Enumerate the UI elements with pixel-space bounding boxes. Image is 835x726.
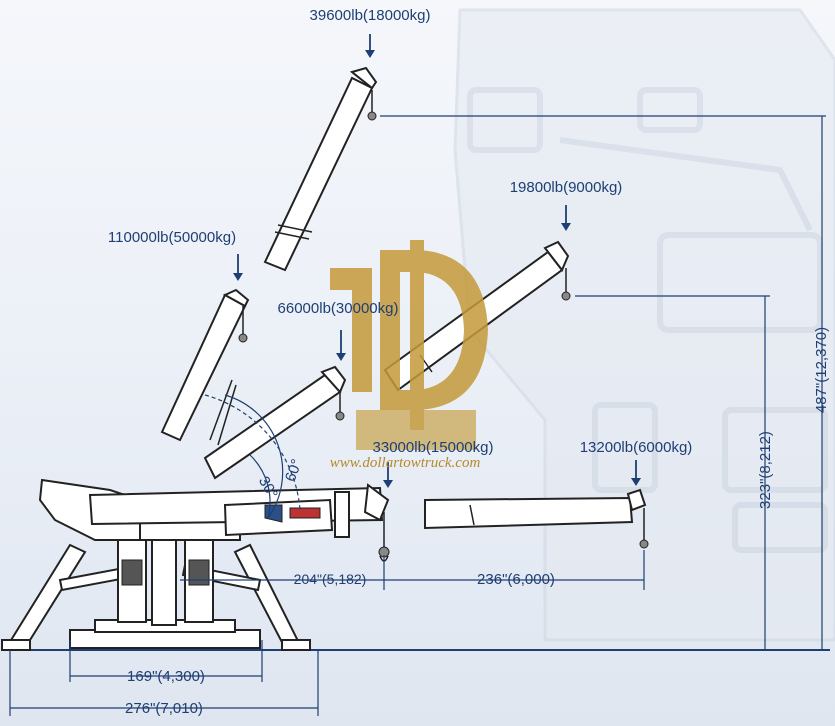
watermark-url: www.dollartowtruck.com (330, 455, 481, 471)
dim-label-overall-length: 276"(7,010) (125, 700, 203, 717)
dim-label-outrigger-span: 169"(4,300) (127, 668, 205, 685)
dim-label-height-mid: 323"(8,212) (757, 431, 774, 509)
boom-angle-full (160, 288, 250, 446)
boom-angle-mid (203, 365, 347, 480)
load-label-mid-elevated: 19800lb(9000kg) (510, 179, 623, 196)
watermark-logo (330, 240, 488, 450)
boom-elevated-max (263, 66, 378, 272)
load-arrows (233, 34, 641, 488)
wrecker-base (1, 478, 390, 651)
angle-label-60: 60° (282, 457, 306, 484)
boom-horizontal-extended (424, 488, 649, 549)
dim-label-extension: 236"(6,000) (477, 571, 555, 588)
load-label-horizontal-extended: 13200lb(6000kg) (580, 439, 693, 456)
load-label-full-angle: 110000lb(50000kg) (108, 229, 236, 246)
dim-label-retracted-reach: 204"(5,182) (294, 571, 367, 587)
angle-indicators (204, 394, 301, 519)
dim-label-height-max: 487"(12,370) (813, 327, 830, 413)
dimension-lines (9, 115, 826, 716)
truck-cab-background (453, 8, 835, 642)
load-label-mid-angle: 66000lb(30000kg) (278, 300, 399, 317)
load-label-horizontal-retracted: 33000lb(15000kg) (373, 439, 494, 456)
load-label-max-elevated: 39600lb(18000kg) (310, 7, 431, 24)
